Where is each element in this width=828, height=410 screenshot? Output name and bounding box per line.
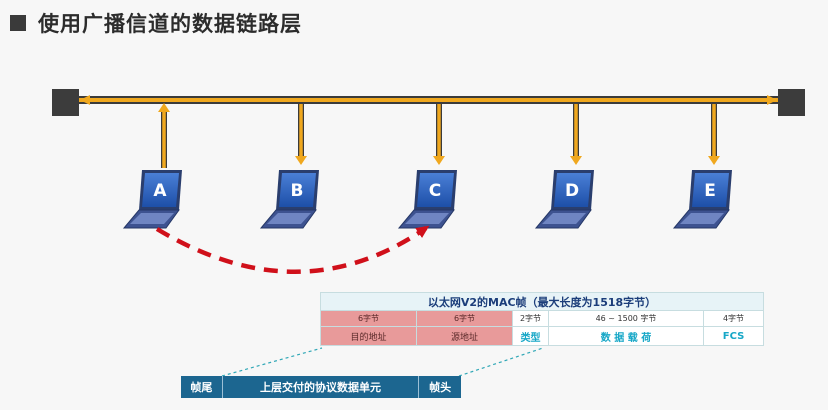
bus-terminator-left bbox=[52, 89, 79, 116]
title-bullet-icon bbox=[10, 15, 26, 31]
size-src: 6字节 bbox=[416, 310, 513, 327]
frame-data-unit: 上层交付的协议数据单元 bbox=[223, 376, 420, 398]
station-label-b: B bbox=[291, 181, 304, 201]
laptop-a-icon: A bbox=[122, 170, 182, 229]
frame-tail: 帧尾 bbox=[181, 376, 223, 398]
station-link-b bbox=[295, 103, 307, 165]
field-payload: 数 据 载 荷 bbox=[548, 326, 704, 346]
field-fcs: FCS bbox=[702, 326, 765, 346]
station-link-d bbox=[570, 103, 582, 165]
laptop-d-icon: D bbox=[534, 170, 594, 229]
station-label-e: E bbox=[704, 181, 716, 201]
title-text: 使用广播信道的数据链路层 bbox=[38, 12, 302, 36]
laptop-c-icon: C bbox=[397, 170, 457, 229]
frame-structure-bar: 帧尾 上层交付的协议数据单元 帧头 bbox=[181, 376, 461, 398]
laptop-b-icon: B bbox=[259, 170, 319, 229]
size-dest: 6字节 bbox=[320, 310, 417, 327]
size-fcs: 4字节 bbox=[702, 310, 765, 327]
station-link-c bbox=[433, 103, 445, 165]
field-type: 类型 bbox=[512, 326, 549, 346]
size-type: 2字节 bbox=[512, 310, 549, 327]
station-link-a bbox=[158, 103, 170, 168]
bus-terminator-right bbox=[778, 89, 805, 116]
field-dest-address: 目的地址 bbox=[320, 326, 417, 346]
transmission-arrow bbox=[155, 225, 430, 274]
mac-frame-title: 以太网V2的MAC帧（最大长度为1518字节） bbox=[319, 292, 765, 311]
guide-line-right bbox=[458, 347, 544, 377]
laptop-e-icon: E bbox=[672, 170, 732, 229]
station-label-c: C bbox=[429, 181, 441, 201]
size-payload: 46 ~ 1500 字节 bbox=[548, 310, 704, 327]
slide-title: 使用广播信道的数据链路层 bbox=[10, 8, 302, 38]
bus-line bbox=[79, 95, 778, 105]
station-label-d: D bbox=[565, 181, 579, 201]
guide-line-left bbox=[221, 347, 323, 377]
station-link-e bbox=[708, 103, 720, 165]
station-label-a: A bbox=[153, 181, 167, 201]
field-src-address: 源地址 bbox=[416, 326, 513, 346]
frame-head: 帧头 bbox=[429, 381, 452, 394]
mac-frame-table: 以太网V2的MAC帧（最大长度为1518字节） 6字节 6字节 2字节 46 ~… bbox=[319, 292, 765, 346]
